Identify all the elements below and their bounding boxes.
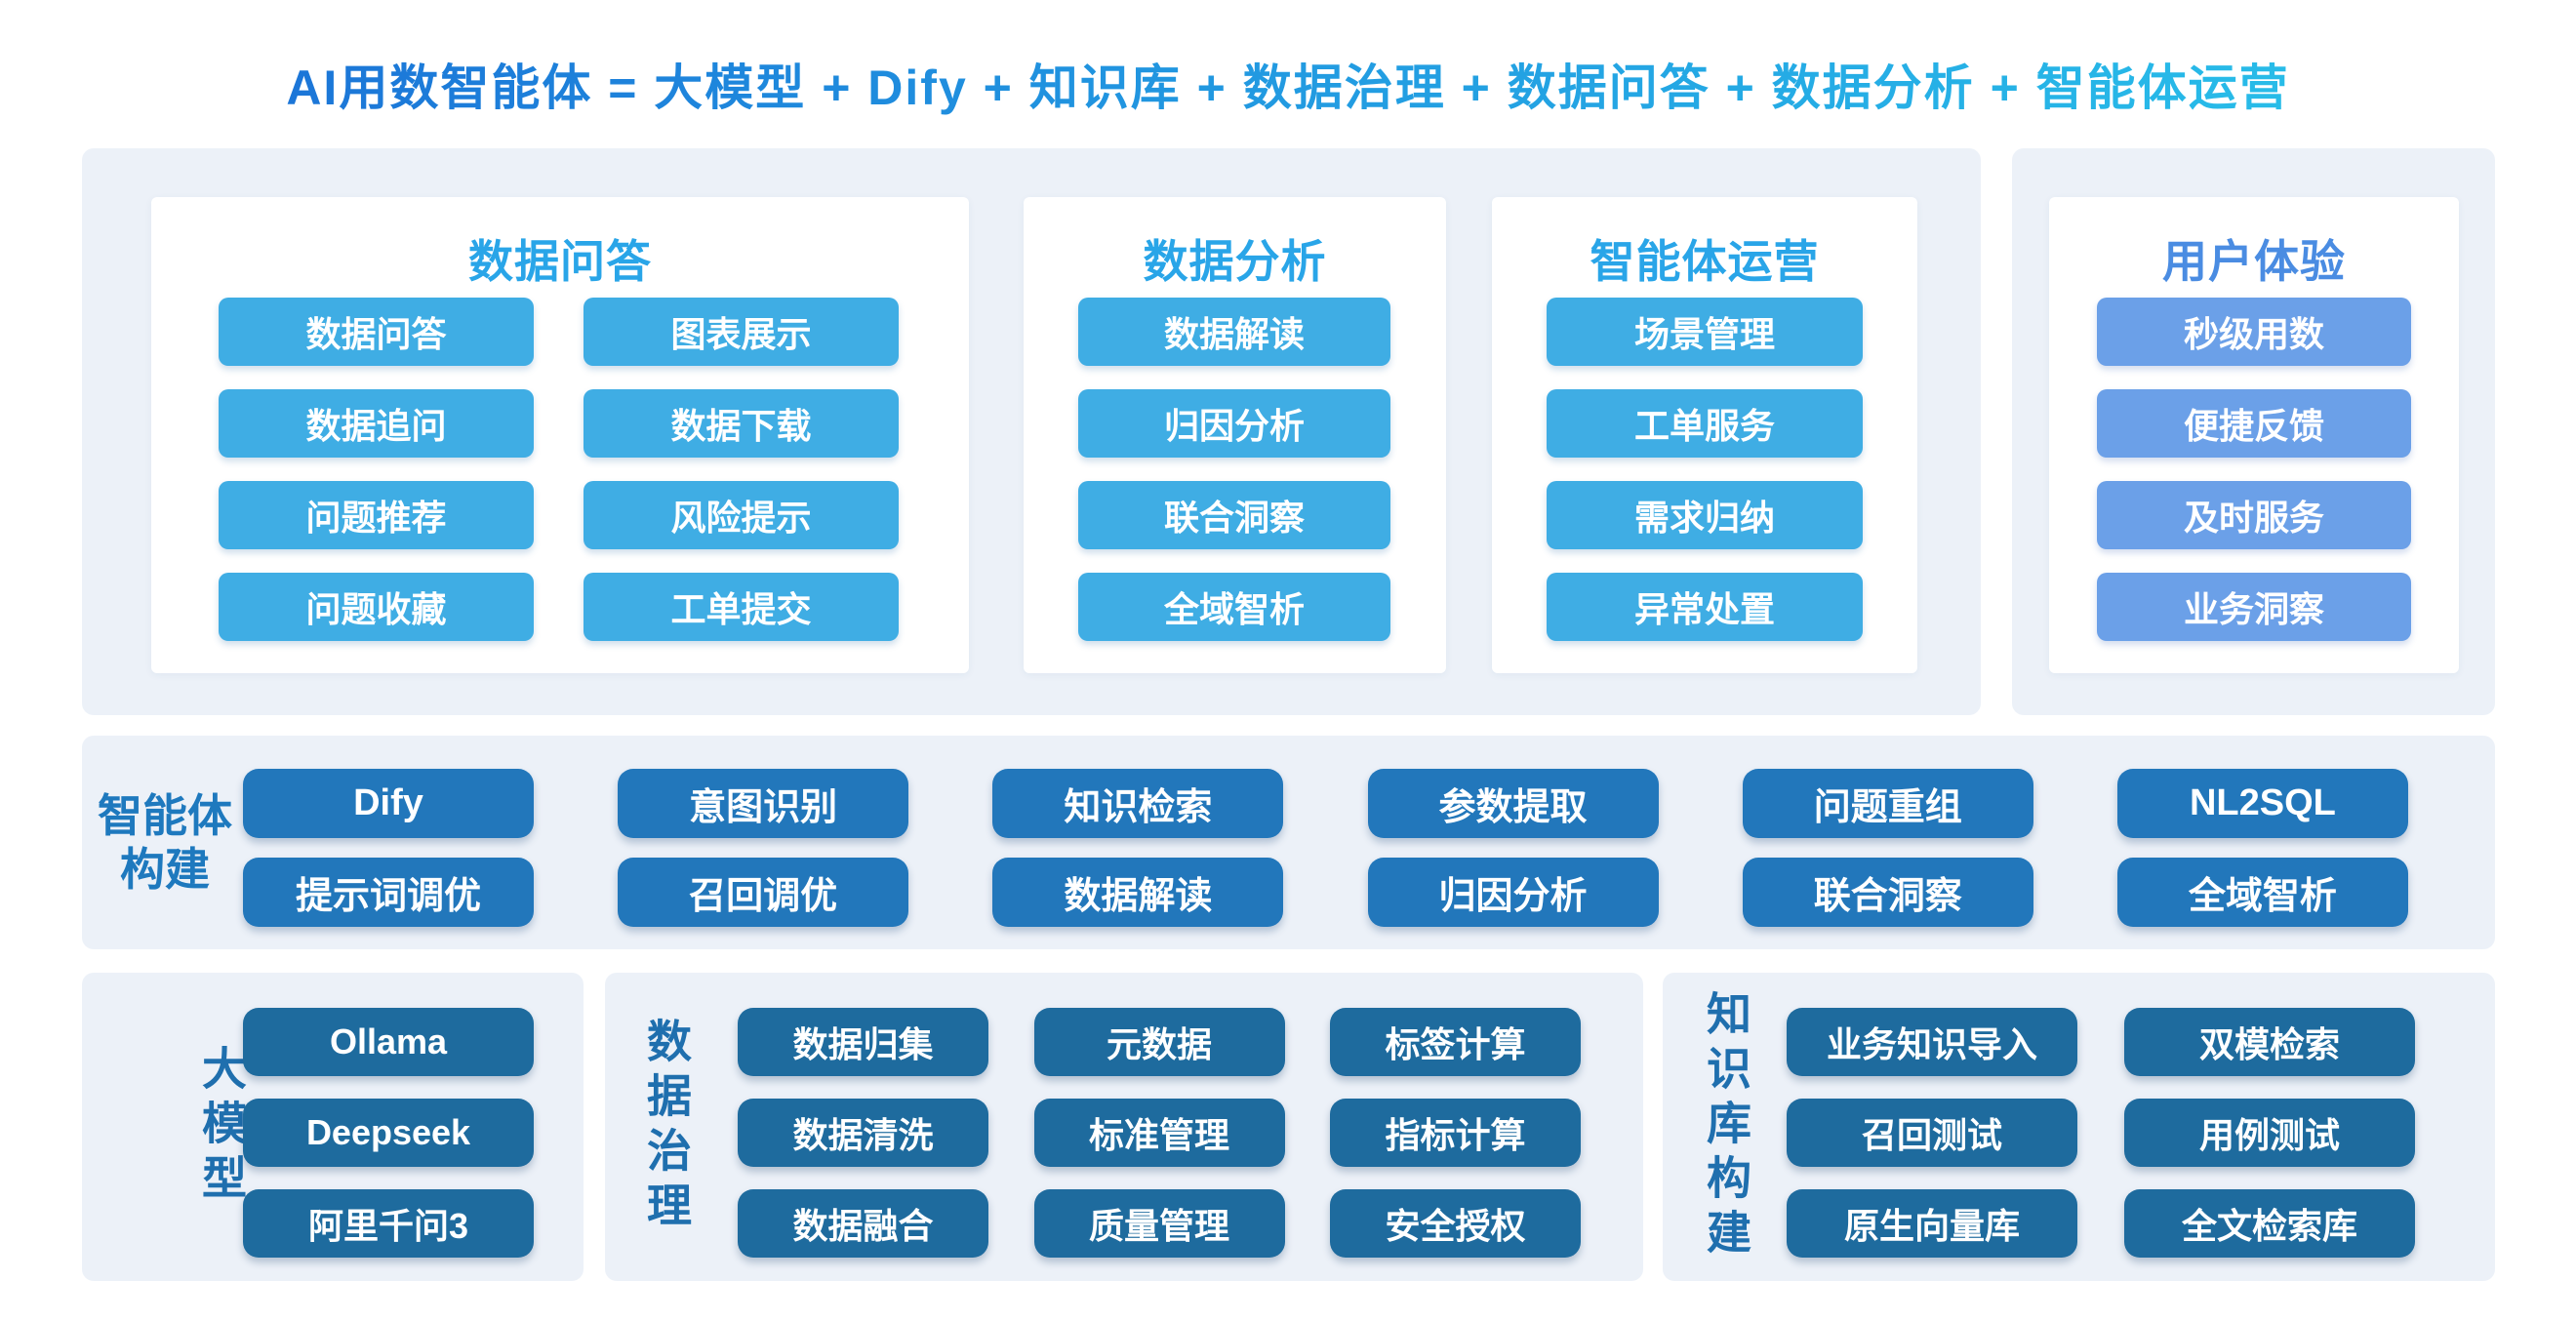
band-label-line1: 智能体 [98,790,232,842]
feature-chip: 安全授权 [1330,1189,1581,1258]
feature-chip: 知识检索 [992,769,1284,838]
section-title: 智能体运营 [1590,236,1820,287]
feature-chip: 问题推荐 [219,481,534,549]
chip-grid: 数据解读 归因分析 联合洞察 全域智析 [1078,298,1390,641]
feature-chip: 数据追问 [219,389,534,458]
card-data-analysis: 数据分析 数据解读 归因分析 联合洞察 全域智析 [1024,197,1446,673]
feature-chip: 标签计算 [1330,1008,1581,1076]
feature-chip: 意图识别 [618,769,909,838]
vertical-label: 知识库构建 [1701,990,1751,1263]
panel-llm: 大模型 Ollama Deepseek 阿里千问3 [82,973,584,1281]
feature-chip: 召回调优 [618,858,909,927]
feature-chip: 全文检索库 [2124,1189,2415,1258]
feature-chip: 业务洞察 [2097,573,2411,641]
chip-grid: 场景管理 工单服务 需求归纳 异常处置 [1547,298,1863,641]
feature-chip: 元数据 [1033,1008,1285,1076]
feature-chip: 归因分析 [1078,389,1390,458]
feature-chip: 数据解读 [992,858,1284,927]
feature-chip: 工单提交 [584,573,899,641]
feature-chip: NL2SQL [2116,769,2408,838]
feature-chip: 标准管理 [1033,1099,1285,1167]
feature-chip: 图表展示 [584,298,899,366]
feature-chip: 数据归集 [738,1008,988,1076]
feature-chip: 联合洞察 [1078,481,1390,549]
section-title: 数据分析 [1143,236,1327,287]
band-label: 智能体 构建 [92,736,238,949]
feature-chip: 便捷反馈 [2097,389,2411,458]
feature-chip: Dify [243,769,534,838]
feature-chip: 双模检索 [2124,1008,2415,1076]
panel-agent-build: 智能体 构建 Dify 意图识别 知识检索 参数提取 问题重组 NL2SQL 提… [82,736,2495,949]
feature-chip: 问题重组 [1742,769,2033,838]
feature-chip: 全域智析 [2116,858,2408,927]
band-label-line2: 构建 [120,843,210,895]
feature-chip: 归因分析 [1367,858,1659,927]
feature-chip: Deepseek [243,1099,534,1167]
feature-chip: 数据解读 [1078,298,1390,366]
feature-chip: 工单服务 [1547,389,1863,458]
feature-chip: 数据下载 [584,389,899,458]
feature-chip: 指标计算 [1330,1099,1581,1167]
vertical-label: 数据治理 [641,1018,692,1236]
feature-chip: 质量管理 [1033,1189,1285,1258]
band-label: 大模型 [187,973,256,1281]
feature-chip: 秒级用数 [2097,298,2411,366]
panel-user-experience: 用户体验 秒级用数 便捷反馈 及时服务 业务洞察 [2012,148,2495,715]
chip-grid: 数据问答 图表展示 数据追问 数据下载 问题推荐 风险提示 问题收藏 工单提交 [219,298,899,641]
chip-grid: Dify 意图识别 知识检索 参数提取 问题重组 NL2SQL 提示词调优 召回… [243,769,2408,927]
panel-data-governance: 数据治理 数据归集 元数据 标签计算 数据清洗 标准管理 指标计算 数据融合 质… [605,973,1643,1281]
page-title: AI用数智能体 = 大模型 + Dify + 知识库 + 数据治理 + 数据问答… [0,49,2576,119]
feature-chip: Ollama [243,1008,534,1076]
section-title: 用户体验 [2162,236,2346,287]
card-data-qa: 数据问答 数据问答 图表展示 数据追问 数据下载 问题推荐 风险提示 问题收藏 … [151,197,969,673]
feature-chip: 用例测试 [2124,1099,2415,1167]
feature-chip: 参数提取 [1367,769,1659,838]
chip-grid: Ollama Deepseek 阿里千问3 [243,1008,534,1258]
feature-chip: 异常处置 [1547,573,1863,641]
feature-chip: 数据清洗 [738,1099,988,1167]
chip-grid: 数据归集 元数据 标签计算 数据清洗 标准管理 指标计算 数据融合 质量管理 安… [738,1008,1581,1258]
feature-chip: 业务知识导入 [1787,1008,2077,1076]
feature-chip: 场景管理 [1547,298,1863,366]
chip-grid: 业务知识导入 双模检索 召回测试 用例测试 原生向量库 全文检索库 [1787,1008,2415,1258]
feature-chip: 联合洞察 [1742,858,2033,927]
section-title: 数据问答 [468,236,652,287]
feature-chip: 数据问答 [219,298,534,366]
feature-chip: 提示词调优 [243,858,534,927]
panel-knowledge-base: 知识库构建 业务知识导入 双模检索 召回测试 用例测试 原生向量库 全文检索库 [1663,973,2495,1281]
feature-chip: 阿里千问3 [243,1189,534,1258]
band-label: 知识库构建 [1692,973,1760,1281]
feature-chip: 全域智析 [1078,573,1390,641]
vertical-label: 大模型 [196,1045,247,1209]
feature-chip: 问题收藏 [219,573,534,641]
feature-chip: 召回测试 [1787,1099,2077,1167]
chip-grid: 秒级用数 便捷反馈 及时服务 业务洞察 [2097,298,2411,641]
panel-capabilities: 数据问答 数据问答 图表展示 数据追问 数据下载 问题推荐 风险提示 问题收藏 … [82,148,1981,715]
feature-chip: 风险提示 [584,481,899,549]
feature-chip: 数据融合 [738,1189,988,1258]
feature-chip: 原生向量库 [1787,1189,2077,1258]
feature-chip: 及时服务 [2097,481,2411,549]
card-agent-operation: 智能体运营 场景管理 工单服务 需求归纳 异常处置 [1492,197,1917,673]
feature-chip: 需求归纳 [1547,481,1863,549]
band-label: 数据治理 [632,973,701,1281]
card-user-experience: 用户体验 秒级用数 便捷反馈 及时服务 业务洞察 [2049,197,2459,673]
